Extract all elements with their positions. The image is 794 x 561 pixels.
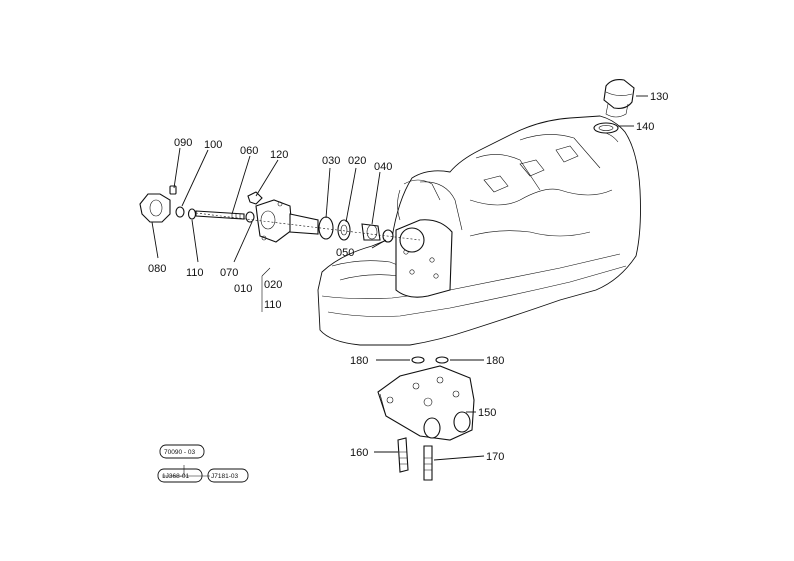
callout-110: 110 <box>186 267 204 279</box>
callout-060: 060 <box>240 145 258 157</box>
callout-140: 140 <box>636 121 654 133</box>
oring-180-left <box>411 356 425 364</box>
oring-small <box>187 208 197 220</box>
callout-150: 150 <box>478 407 496 419</box>
reference-box-1: 70090 - 03 <box>159 444 205 459</box>
oil-filler-cap <box>603 79 635 118</box>
callout-180-left: 180 <box>350 355 368 367</box>
callout-170: 170 <box>486 451 504 463</box>
reference-code-1: 70090 - 03 <box>164 449 195 456</box>
callout-090: 090 <box>174 137 192 149</box>
callout-020: 020 <box>348 155 366 167</box>
engine-housing <box>317 115 641 346</box>
leader-lines <box>151 95 648 477</box>
callout-020-sub: 020 <box>264 279 282 291</box>
bolt-120 <box>247 191 263 205</box>
tachometer-housing <box>255 199 319 243</box>
callout-160: 160 <box>350 447 368 459</box>
callout-180-right: 180 <box>486 355 504 367</box>
callout-040: 040 <box>374 161 392 173</box>
gear-020 <box>337 219 351 241</box>
callout-110-sub: 110 <box>264 299 282 311</box>
bolt-170 <box>423 445 433 481</box>
plug-adapter <box>399 227 425 253</box>
callout-070: 070 <box>220 267 238 279</box>
callout-100: 100 <box>204 139 222 151</box>
cap-gasket <box>593 122 619 134</box>
reference-code-3: J7181-03 <box>211 473 238 480</box>
washer <box>175 206 185 218</box>
reference-code-2: 1J368-01 <box>162 473 189 480</box>
callout-130: 130 <box>650 91 668 103</box>
knob-cap <box>139 193 171 223</box>
callout-030: 030 <box>322 155 340 167</box>
reference-box-2: 1J368-01 <box>157 468 203 483</box>
callout-080: 080 <box>148 263 166 275</box>
callout-050: 050 <box>336 247 354 259</box>
reference-box-3: J7181-03 <box>207 468 249 483</box>
filter-bracket <box>377 365 475 441</box>
callout-010: 010 <box>234 283 252 295</box>
callout-120: 120 <box>270 149 288 161</box>
gear-040 <box>361 223 381 241</box>
bolt-160 <box>397 437 409 473</box>
oring-180-right <box>435 356 449 364</box>
shaft-bearing <box>245 211 255 223</box>
small-pin <box>169 185 177 195</box>
